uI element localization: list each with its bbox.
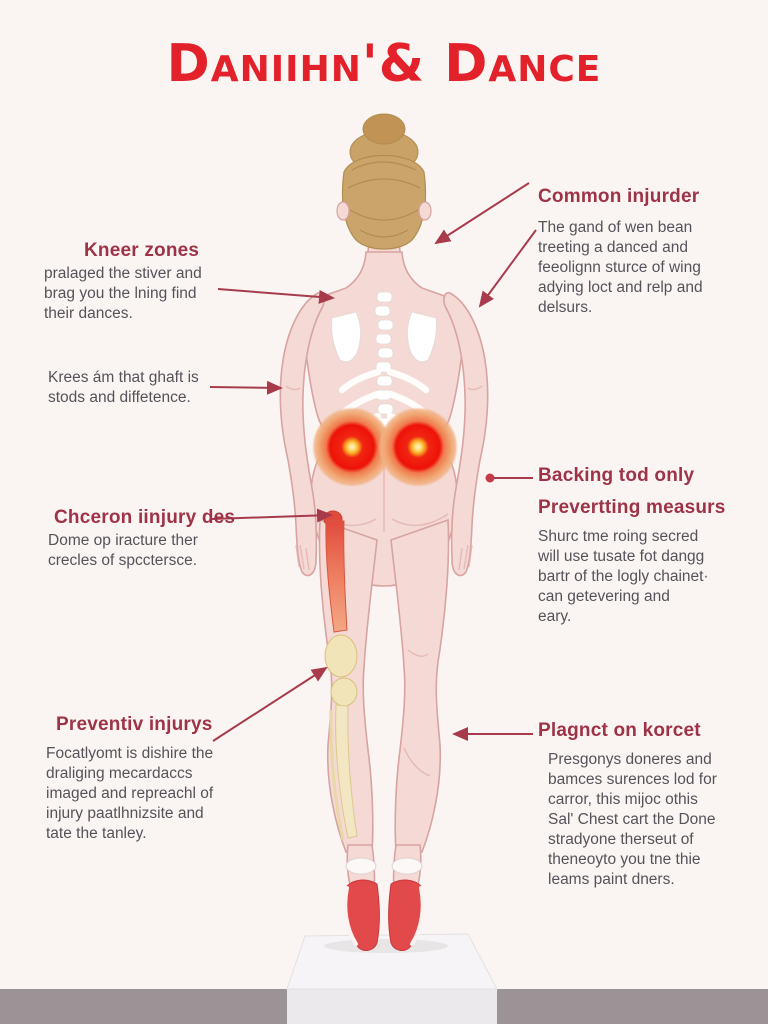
annotation-line-text: crecles of spcctersce. <box>48 552 198 569</box>
annotation-line-text: can getevering and <box>538 588 670 605</box>
right-ribbon <box>391 857 423 875</box>
annotation-line-text: pralaged the stiver and <box>44 265 202 282</box>
pedestal <box>286 933 498 1024</box>
annotation-heading: Chceron iinjury des <box>54 507 236 528</box>
annotation-line-text: Sal' Chest cart the Done <box>548 811 716 828</box>
annotation-line-text: brag you the lning find <box>44 285 197 302</box>
annotation-line-text: delsurs. <box>538 299 593 316</box>
pain-glow-left <box>312 407 392 487</box>
annotation-heading: Kneer zones <box>84 240 200 261</box>
annotation-line-common-2 <box>478 229 537 308</box>
left-ribbon <box>345 857 377 875</box>
left-arm <box>279 291 325 577</box>
annotation-backing: Backing tod only Prevertting measurs Shu… <box>538 463 764 627</box>
scapula-right <box>407 311 437 363</box>
pain-glow-glutes <box>312 407 458 487</box>
knee-bones <box>324 634 358 707</box>
annotation-heading: Plagnct on korcet <box>538 720 701 741</box>
annotation-line-text: Focatlyomt is dishire the <box>46 745 214 762</box>
annotation-line-text: bamces surences lod for <box>548 771 717 788</box>
annotation-line-text: their dances. <box>44 305 133 322</box>
hair-bun <box>336 113 432 250</box>
annotation-subheading: Prevertting measurs <box>538 497 726 518</box>
wrist-marker-dot <box>485 473 495 483</box>
annotation-line-text: treeting a danced and <box>538 239 688 256</box>
annotation-line-chceron <box>211 508 333 523</box>
annotation-line-text: leams paint dners. <box>548 871 675 888</box>
annotation-preventiv: Preventiv injurys Focatlyomt is dishire … <box>46 712 261 844</box>
annotation-lines <box>209 182 537 742</box>
annotation-line-text: eary. <box>538 608 572 625</box>
scapula-bones <box>331 311 437 363</box>
annotation-common: Common injurder The gand of wen bean tre… <box>538 184 760 318</box>
annotation-plagnct: Plagnct on korcet Presgonys doneres and … <box>538 718 760 890</box>
annotation-line-text: bartr of the logly chainet· <box>538 568 709 585</box>
annotation-chceron: Chceron iinjury des Dome op iracture the… <box>48 505 263 571</box>
poster-title: Daniihn'& Dance <box>166 34 602 94</box>
annotation-line-text: theneoyto you tne thie <box>548 851 701 868</box>
annotation-line-text: stradyone therseut of <box>548 831 694 848</box>
scapula-left <box>331 311 361 363</box>
annotation-line-text: Dome op iracture ther <box>48 532 198 549</box>
pointe-shoes <box>343 857 425 951</box>
annotation-line-text: adying loct and relp and <box>538 279 703 296</box>
annotation-line-common-1 <box>434 182 530 245</box>
tibia-bone <box>335 704 358 839</box>
annotation-line-text: will use tusate fot dangg <box>538 548 705 565</box>
annotation-line-preventiv <box>212 666 328 742</box>
annotation-line-text: feeolignn sturce of wing <box>538 259 701 276</box>
femur-shaft <box>325 519 348 633</box>
leg-bones <box>323 510 358 841</box>
annotation-line-text: draliging mecardaccs <box>46 765 193 782</box>
annotation-heading: Common injurder <box>538 186 700 207</box>
annotation-line-krees <box>209 380 283 395</box>
annotation-line-text: stods and diffetence. <box>48 389 191 406</box>
right-arm <box>443 291 489 577</box>
fibula-bone <box>329 709 345 841</box>
annotation-line-text: tate the tanley. <box>46 825 147 842</box>
annotation-krees: Krees ám that ghaft is stods and diffete… <box>48 368 263 408</box>
annotation-line-text: carror, this mijoc othis <box>548 791 698 808</box>
annotation-line-text: Shurc tme roing secred <box>538 528 699 545</box>
annotation-line-text: injury paatlhnizsite and <box>46 805 204 822</box>
right-leg <box>390 518 450 853</box>
annotation-line-text: Krees ám that ghaft is <box>48 369 199 386</box>
annotation-line-text: imaged and repreachl of <box>46 785 214 802</box>
annotation-heading: Preventiv injurys <box>56 714 213 735</box>
pain-glow-right <box>378 407 458 487</box>
annotation-line-text: The gand of wen bean <box>538 219 693 236</box>
annotation-line-text: Presgonys doneres and <box>548 751 712 768</box>
annotation-line-kneer <box>217 288 335 304</box>
annotation-kneer-zones: Kneer zones pralaged the stiver and brag… <box>44 238 249 324</box>
annotation-heading: Backing tod only <box>538 465 695 486</box>
